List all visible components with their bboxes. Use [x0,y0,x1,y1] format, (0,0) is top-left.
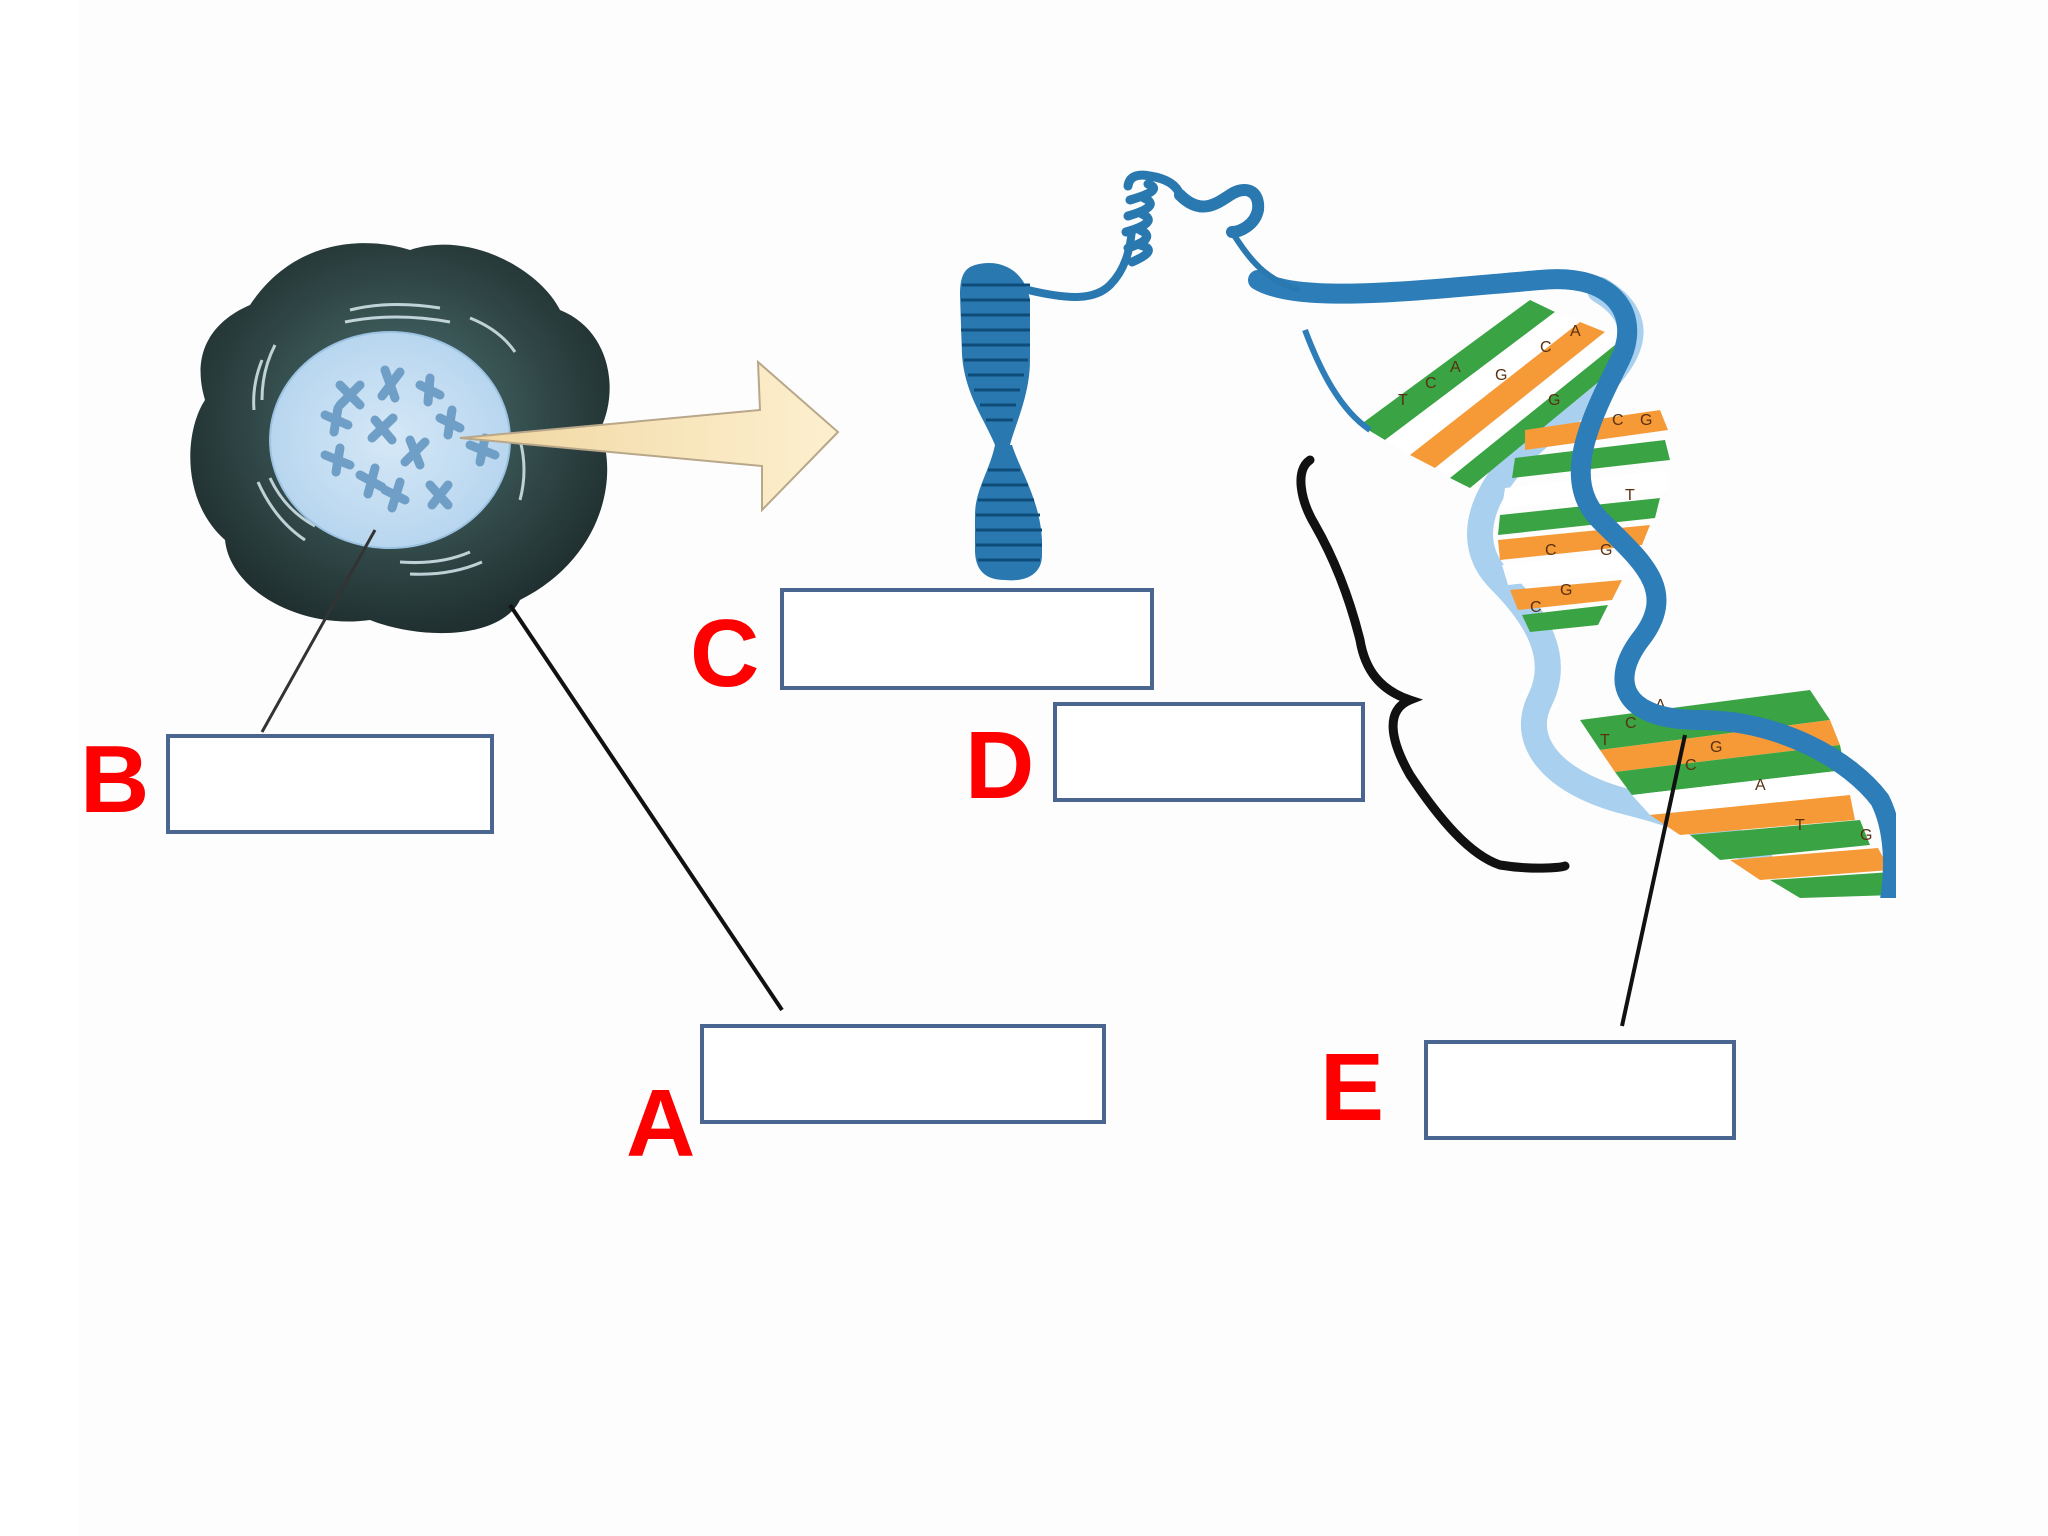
brace [1296,455,1570,873]
answer-box-c[interactable] [780,588,1154,690]
base-letter: A [1570,323,1581,340]
base-letter: C [1685,757,1697,774]
chromatin-fiber [1024,226,1136,301]
dna-strand-edge [1302,328,1372,433]
base-letter: T [1398,392,1408,409]
chromosomes [320,365,500,513]
base-letter: G [1548,392,1560,409]
answer-box-d[interactable] [1053,702,1365,802]
label-b: B [80,726,150,833]
base-letter: G [1560,582,1572,599]
base-letter: A [1755,777,1766,794]
chromosome-bands [961,283,1042,562]
answer-box-b[interactable] [166,734,494,834]
label-c: C [690,600,760,707]
zoom-arrow [459,359,840,513]
base-letter: C [1530,599,1542,616]
leader-line-e [1620,734,1687,1027]
answer-box-e[interactable] [1424,1040,1736,1140]
base-letter: G [1640,412,1652,429]
membrane-lines [252,302,526,576]
chromatin-loop [1174,184,1265,238]
label-a: A [626,1070,696,1177]
base-letter: C [1540,339,1552,356]
base-letter: C [1545,542,1557,559]
helix-crop [1480,898,2048,938]
base-letter: G [1860,827,1872,844]
leader-line-b [260,529,377,733]
base-letter: A [1450,359,1461,376]
base-letter: C [1425,375,1437,392]
dna-front-strand [1248,269,1903,910]
base-letter: C [1612,412,1624,429]
chromatin-coil [1121,170,1185,267]
chromosome-upper-arm [960,263,1030,445]
leader-line-a [508,603,784,1012]
base-letter: T [1795,817,1805,834]
answer-box-a[interactable] [700,1024,1106,1124]
cell [190,243,610,634]
dna-strand-edge [1229,230,1301,293]
label-d: D [965,712,1035,819]
base-letter: T [1600,732,1610,749]
base-letter: G [1495,367,1507,384]
base-letter: C [1625,715,1637,732]
dna-helix: T C A G C A G C G A T C G C G T C A C G [1229,230,1903,910]
base-letter: G [1710,739,1722,756]
helix-crop [1896,700,2048,900]
label-e: E [1320,1034,1385,1141]
base-letter: G [1600,542,1612,559]
chromosome-figure [960,170,1265,581]
base-letter: T [1625,487,1635,504]
